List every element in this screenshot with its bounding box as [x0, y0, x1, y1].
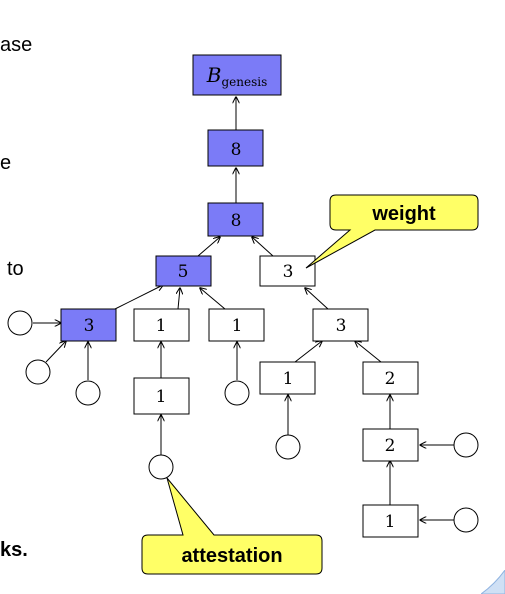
page-curl-decoration — [481, 570, 505, 594]
block-3-right: 3 — [259, 255, 316, 287]
genesis-block-box — [192, 54, 282, 96]
text-fragment-2: e — [0, 152, 12, 174]
edge-1a-5 — [178, 288, 180, 310]
attestation-circle — [148, 454, 174, 480]
block-3-right-label: 3 — [283, 262, 294, 282]
chain-block-3-left: 3 — [60, 308, 117, 342]
chain-block-8-mid-label: 8 — [231, 211, 242, 231]
block-1-a-label: 1 — [156, 316, 167, 336]
text-fragment-4: ks. — [0, 539, 28, 561]
block-1-b: 1 — [208, 308, 265, 342]
edge-3l-5 — [114, 285, 163, 310]
attestation-circle — [25, 359, 51, 385]
chain-block-5-label: 5 — [178, 262, 189, 282]
callout-weight: weight — [305, 194, 479, 269]
attestation-circle — [75, 380, 101, 406]
tree-edges — [33, 97, 454, 520]
svg-text:Bgenesis: Bgenesis — [206, 63, 267, 89]
attestation-circle — [275, 434, 301, 460]
block-1-bottom-label: 1 — [385, 512, 396, 532]
attestation-circle — [7, 310, 33, 336]
block-1-c-label: 1 — [283, 369, 294, 389]
edge-2top-3r2 — [355, 341, 382, 363]
chain-block-8-top-label: 8 — [231, 140, 242, 160]
block-2-bottom-label: 2 — [385, 436, 396, 456]
edge-1b-5 — [200, 288, 226, 310]
callout-weight-label: weight — [371, 203, 436, 225]
genesis-label: B — [206, 63, 222, 87]
text-fragment-1: ase — [0, 34, 33, 56]
genesis-block: Bgenesis — [192, 54, 282, 96]
callout-attestation: attestation — [141, 477, 323, 575]
block-1-a: 1 — [133, 308, 190, 342]
block-2-bottom: 2 — [362, 428, 419, 462]
block-2-top: 2 — [362, 361, 419, 395]
genesis-subscript: genesis — [221, 75, 267, 89]
chain-block-3-left-label: 3 — [84, 316, 95, 336]
block-2-top-label: 2 — [385, 369, 396, 389]
edge-3r2-3r — [305, 288, 329, 310]
attestation-circle — [453, 507, 479, 533]
block-1-d-label: 1 — [156, 387, 167, 407]
chain-block-8-mid: 8 — [207, 202, 264, 237]
callout-attestation-bubble — [141, 477, 323, 575]
attestation-circle — [453, 432, 479, 458]
chain-block-5: 5 — [155, 255, 212, 287]
block-3-right2-label: 3 — [336, 316, 347, 336]
edge-1c-3r2 — [294, 341, 322, 363]
block-1-c: 1 — [259, 361, 316, 395]
edge-3r-8mid — [252, 237, 274, 257]
attestation-circles — [7, 310, 479, 533]
edge-5-8mid — [197, 237, 220, 257]
text-fragment-3: to — [7, 258, 24, 280]
block-3-right2: 3 — [312, 308, 369, 342]
att-edge-3l-a — [45, 341, 66, 363]
callout-weight-bubble — [305, 194, 479, 269]
block-1-d: 1 — [133, 377, 190, 415]
block-1-bottom: 1 — [362, 504, 419, 538]
attestation-circle — [224, 380, 250, 406]
callout-attestation-label: attestation — [181, 545, 282, 567]
block-1-b-label: 1 — [232, 316, 243, 336]
chain-block-8-top: 8 — [207, 129, 264, 167]
